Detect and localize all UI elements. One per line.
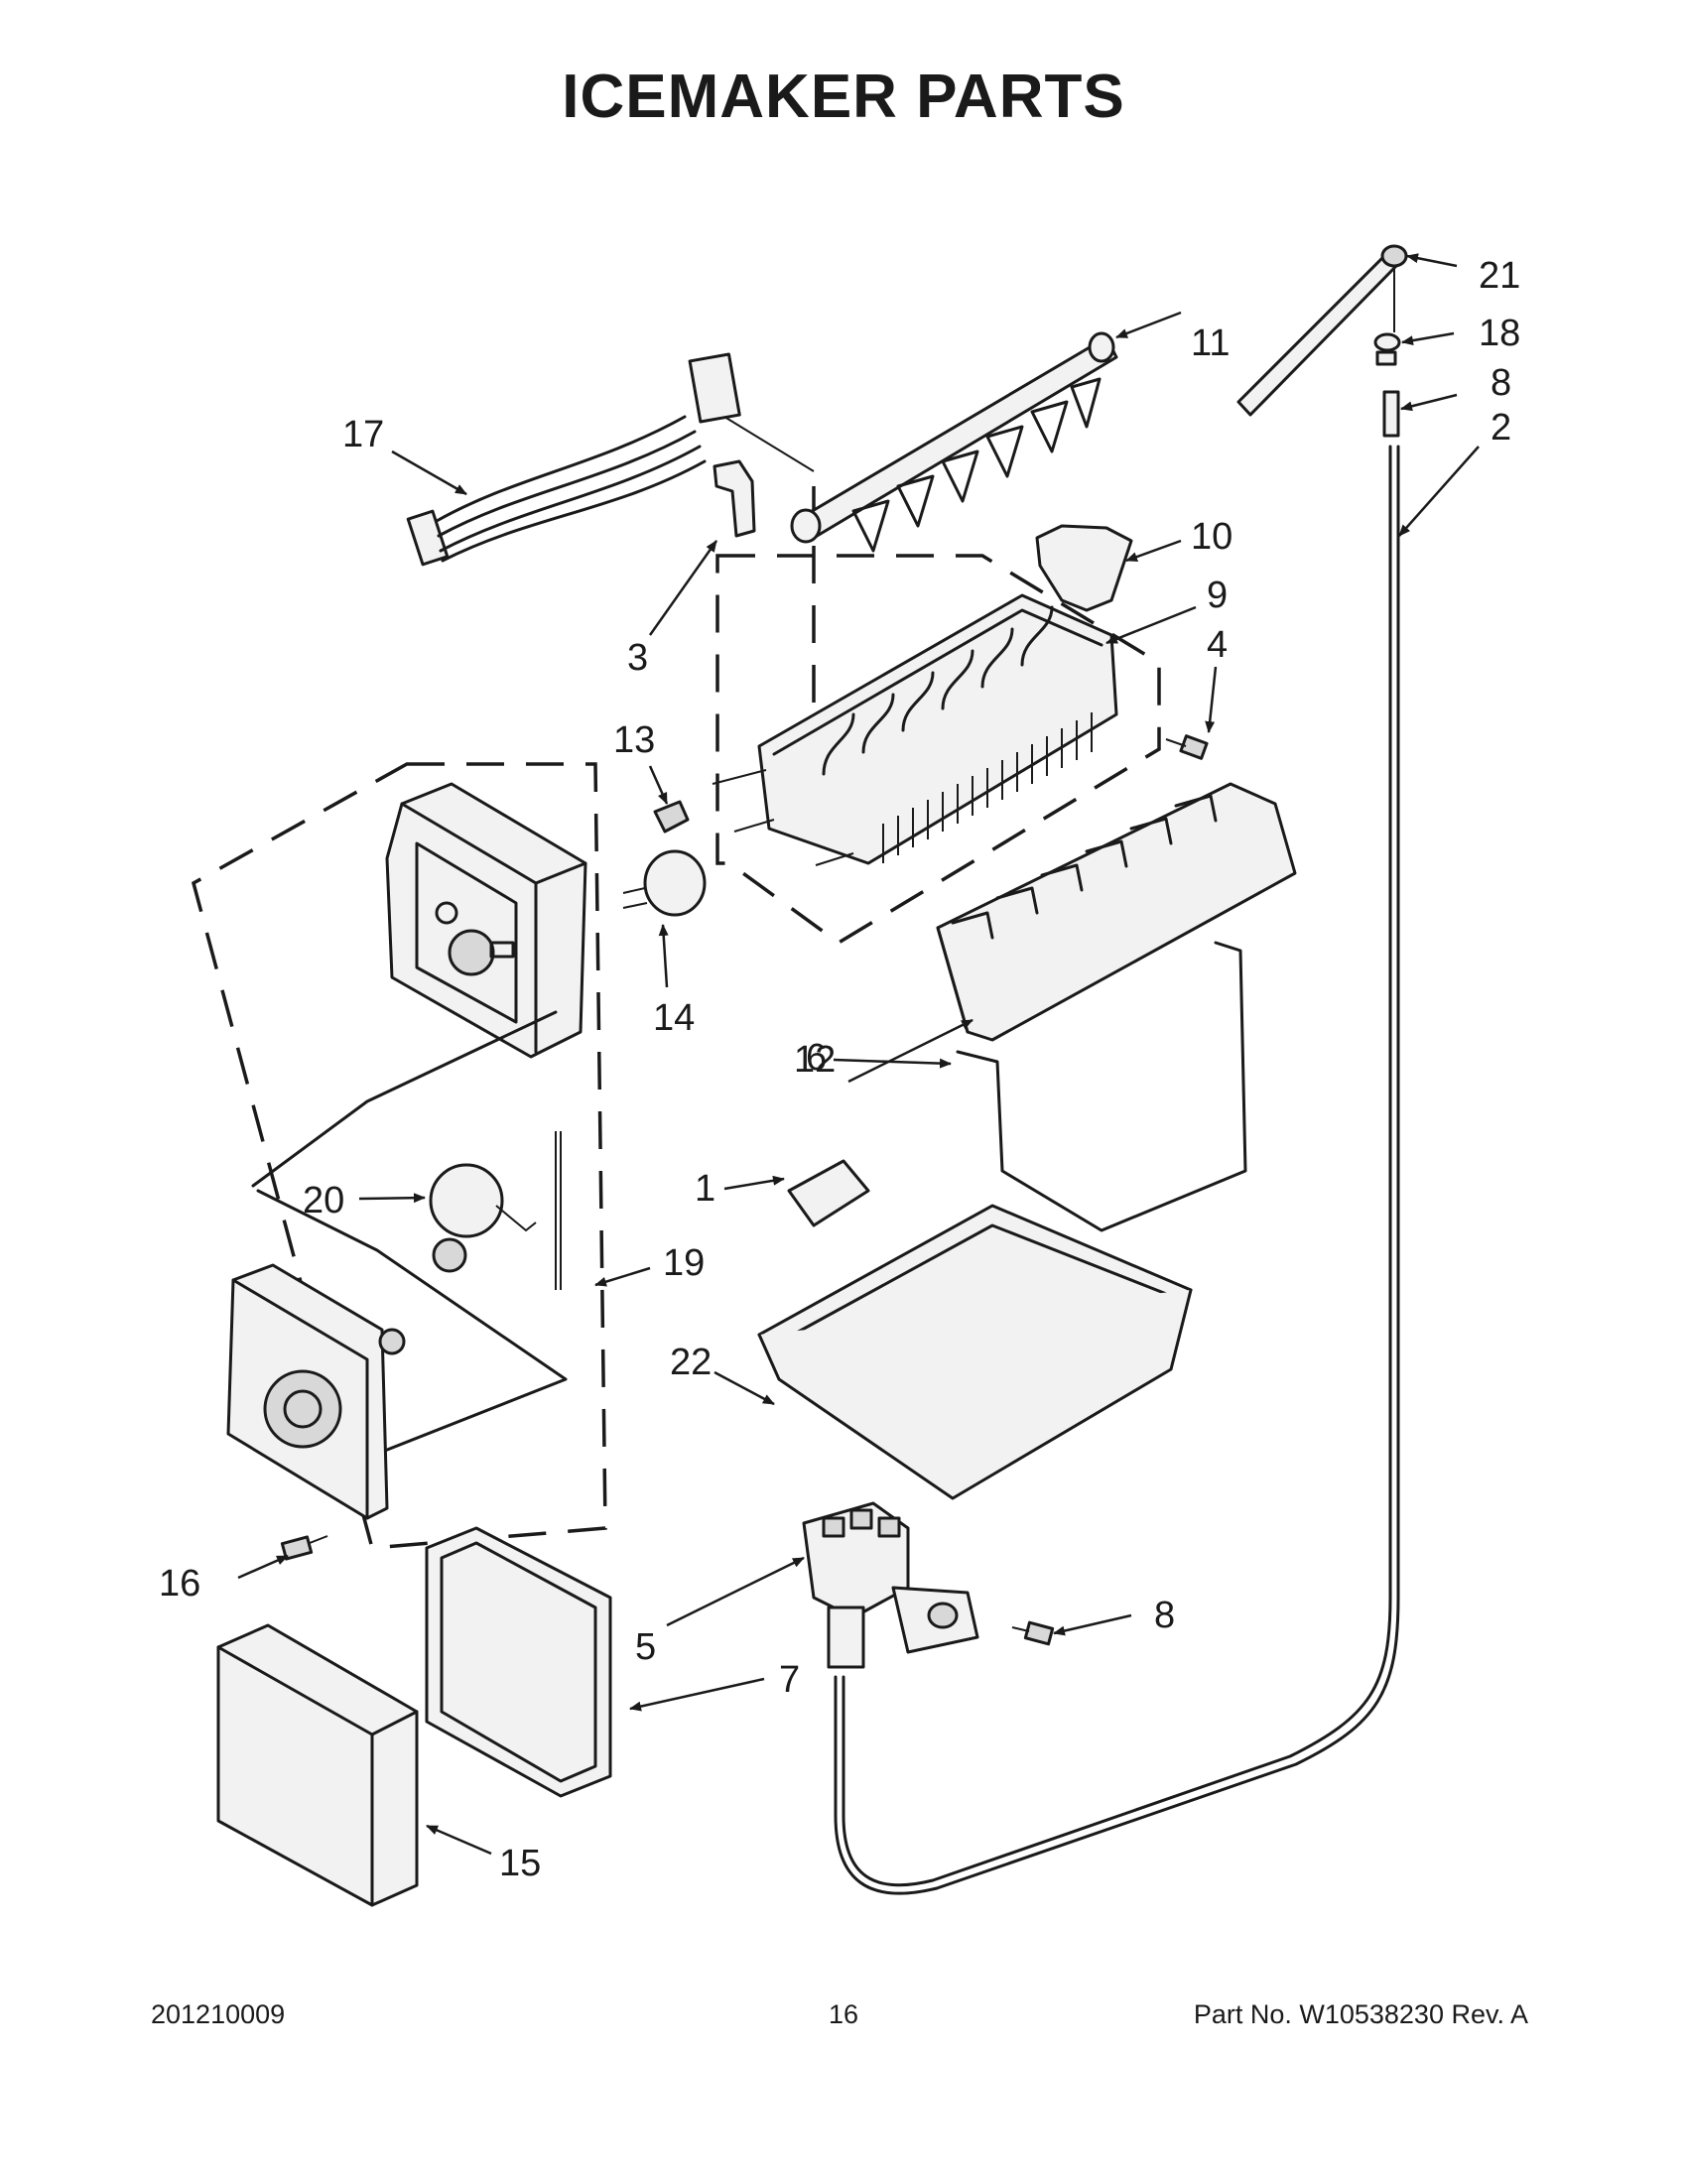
- fill-cup: [1035, 524, 1133, 612]
- harness-clip: [713, 459, 756, 538]
- ice-bin: [757, 1204, 1193, 1500]
- control-cover: [216, 1623, 419, 1907]
- callout-4: 4: [1207, 624, 1228, 666]
- callout-6-label: 6: [806, 1037, 827, 1079]
- water-valve: [802, 1501, 979, 1669]
- back-plate: [226, 1263, 406, 1520]
- control-housing-boundary: [191, 762, 607, 1550]
- screw-8-lower: [1011, 1620, 1055, 1646]
- ejector: [790, 331, 1118, 553]
- callout-12: 12: [794, 1039, 836, 1081]
- callout-11: 11: [1191, 322, 1230, 364]
- callout-10: 10: [1191, 516, 1233, 558]
- callout-2: 2: [1491, 407, 1511, 449]
- callout-5: 5: [635, 1626, 656, 1668]
- mold: [712, 593, 1118, 866]
- page-title: ICEMAKER PARTS: [562, 63, 1125, 131]
- callout-22: 22: [670, 1342, 712, 1383]
- housing-gasket: [425, 1526, 612, 1798]
- control-housing: [385, 782, 587, 1059]
- screw-4: [1165, 734, 1209, 760]
- shutoff-arm: [956, 941, 1247, 1232]
- callout-17: 17: [342, 414, 384, 455]
- footer-part-number: Part No. W10538230 Rev. A: [1193, 1999, 1528, 2029]
- callout-14: 14: [653, 997, 695, 1039]
- callout-19: 19: [663, 1242, 705, 1284]
- bracket-1: [787, 1159, 870, 1227]
- callout-15: 15: [499, 1843, 541, 1884]
- callout-8-lower: 8: [1154, 1595, 1175, 1636]
- front-cover: [936, 782, 1297, 1042]
- thermostat-clip: [653, 800, 690, 834]
- callout-16: 16: [159, 1563, 200, 1605]
- fill-tube: [1236, 244, 1408, 438]
- callout-7: 7: [779, 1659, 800, 1701]
- motor: [429, 1131, 562, 1290]
- callout-3: 3: [627, 637, 648, 679]
- icemaker-assembly-boundary: [715, 554, 1161, 946]
- thermostat: [622, 849, 707, 917]
- callout-18: 18: [1479, 313, 1520, 354]
- callout-9: 9: [1207, 575, 1228, 616]
- screw-16: [280, 1535, 328, 1561]
- footer-date-code: 201210009: [151, 1999, 286, 2029]
- wire-harness: [406, 352, 815, 567]
- callout-8: 8: [1491, 362, 1511, 404]
- callout-13: 13: [613, 719, 655, 761]
- leader-lines: [237, 253, 1480, 1856]
- water-line: [842, 445, 1392, 1887]
- callout-21: 21: [1479, 255, 1520, 297]
- callout-1: 1: [695, 1168, 715, 1210]
- callout-labels: 21 18 8 2 11 17 10 9 4 3 13 14 12 6 6 6 …: [159, 255, 1520, 1884]
- callout-20: 20: [303, 1180, 344, 1221]
- footer-page-number: 16: [828, 1999, 859, 2029]
